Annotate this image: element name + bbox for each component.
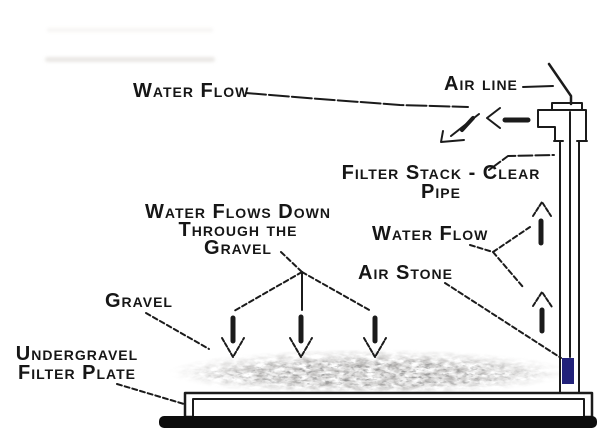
- water-flow-top-pointer-line: [245, 92, 469, 108]
- gravel-texture-dark: [185, 357, 555, 391]
- gravel-texture-light: [168, 349, 570, 396]
- outlet-head-outline: [537, 109, 588, 142]
- gravel-label: Gravel: [105, 290, 173, 312]
- filter-plate-inner: [192, 398, 585, 419]
- down-arrow-icon: [221, 315, 245, 358]
- faint-smudge: [47, 28, 213, 32]
- filter-stack-pointer-line: [488, 154, 555, 171]
- up-arrow-icon: [532, 291, 553, 334]
- water-flows-down-label: Water Flows Down Through the Gravel: [133, 201, 343, 259]
- gravel-pointer-line: [145, 312, 210, 350]
- water-flows-down-line2: Through the: [178, 219, 298, 241]
- water-flows-down-pointer-lines: [233, 251, 372, 312]
- down-arrow-icon: [363, 315, 387, 358]
- down-left-arrow-icon: [440, 113, 480, 143]
- air-stone: [562, 358, 574, 384]
- filter-stack-label-line2: Pipe: [421, 181, 461, 203]
- water-flow-right-pointer-line: [469, 226, 531, 288]
- water-flows-down-line3: Gravel: [204, 237, 272, 259]
- air-line-tube: [547, 62, 573, 106]
- ink-layer: [116, 62, 597, 428]
- air-stone-pointer-line: [444, 282, 562, 359]
- up-arrow-icon: [532, 201, 552, 246]
- air-line-label: Air line: [444, 73, 518, 95]
- gravel-bed: [168, 349, 570, 396]
- air-line-pointer-line: [522, 85, 554, 88]
- water-flows-down-line1: Water Flows Down: [145, 201, 331, 223]
- filter-plate-pointer-line: [116, 383, 185, 405]
- filter-stack-label-line1: Filter Stack - Clear: [341, 162, 541, 184]
- undergravel-label-line2: Filter Plate: [17, 362, 137, 384]
- undergravel-label-line1: Undergravel: [15, 343, 139, 365]
- undergravel-filter-plate-label: Undergravel Filter Plate: [4, 343, 150, 384]
- lift-tube-cap: [551, 102, 583, 111]
- down-arrow-icon: [289, 314, 313, 358]
- left-arrow-icon: [486, 107, 531, 129]
- water-flow-right-label: Water Flow: [372, 223, 489, 245]
- tank-base: [159, 416, 597, 428]
- water-flow-top-label: Water Flow: [133, 80, 250, 102]
- filter-stack-label: Filter Stack - Clear Pipe: [337, 162, 545, 203]
- air-stone-label: Air Stone: [358, 262, 453, 284]
- faint-smudge: [45, 57, 215, 62]
